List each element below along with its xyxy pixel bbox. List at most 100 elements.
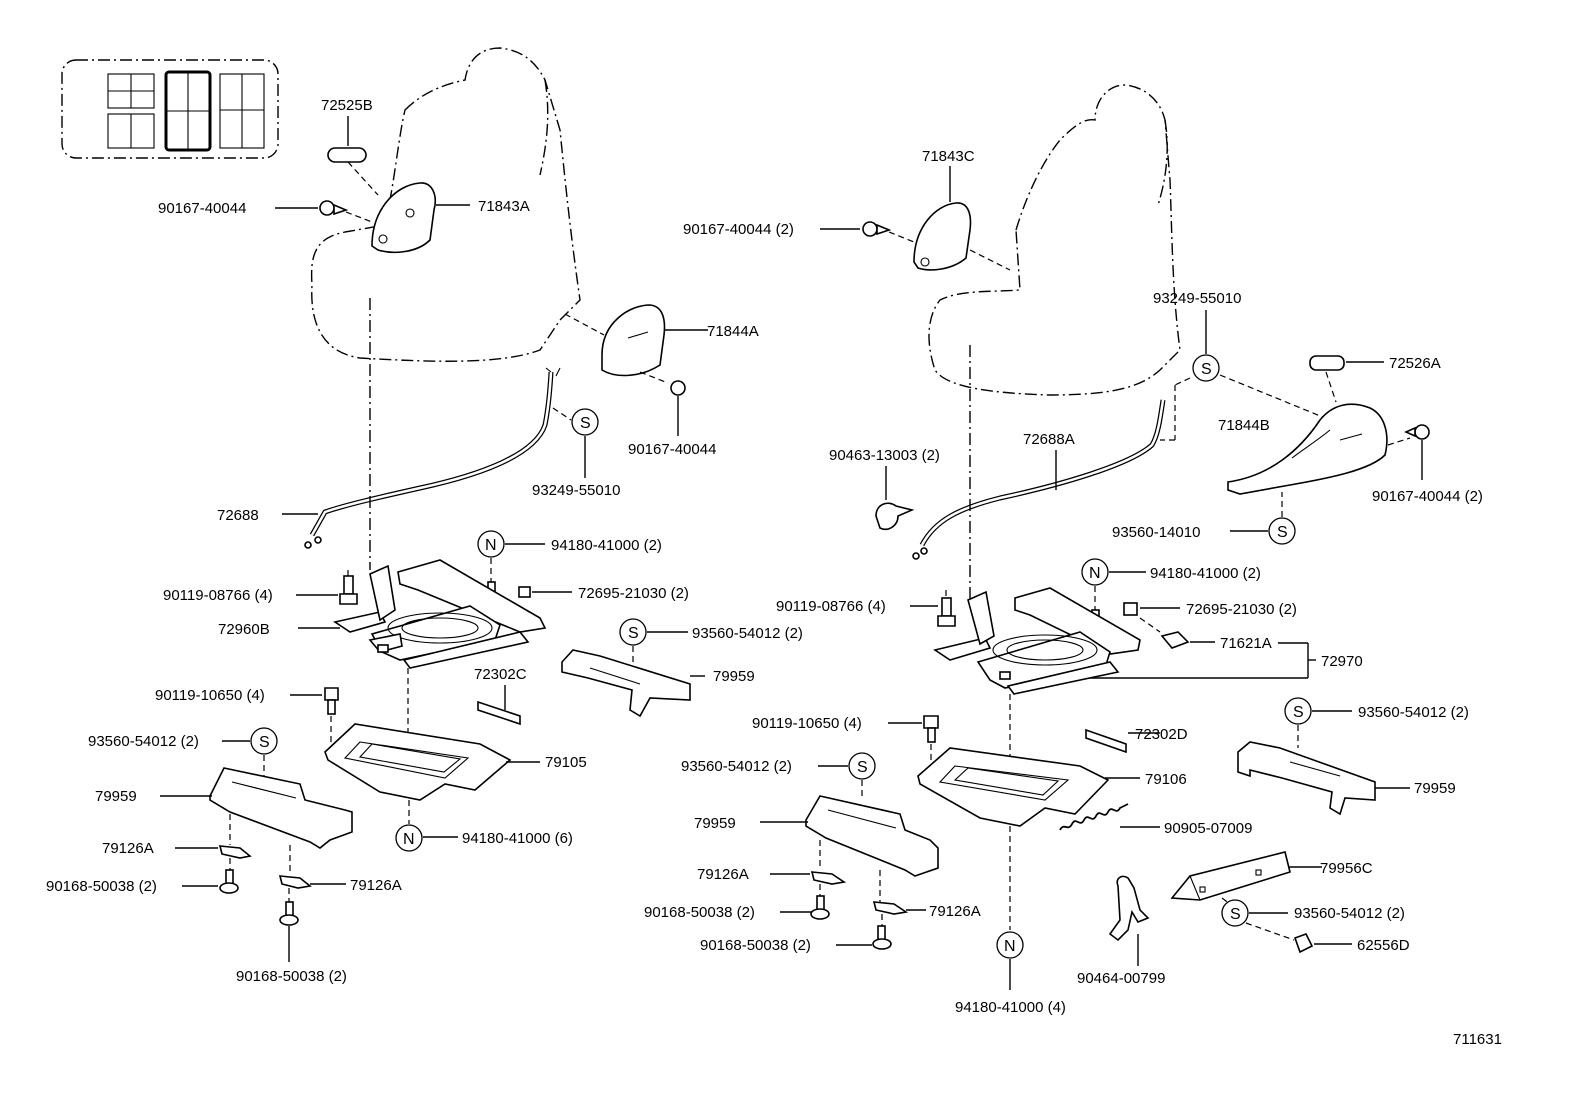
left-seat-group	[310, 47, 581, 362]
right-n-badge-94180-b: N	[996, 931, 1024, 959]
seat-locator-key	[61, 59, 279, 159]
right-part-79126A-b: 79126A	[872, 870, 981, 926]
right-part-93249-55010: 93249-55010 S	[1153, 290, 1331, 441]
label-79106: 79106	[1145, 771, 1187, 788]
right-s-badge-93249: S	[1192, 354, 1220, 382]
left-n-badge-94180-b: N	[395, 824, 423, 852]
right-part-90463-13003: 90463-13003 (2)	[829, 447, 940, 531]
left-seat-outline	[310, 47, 581, 362]
right-part-93560-54012-c: S 93560-54012 (2)	[1221, 897, 1405, 941]
label-90463-13003: 90463-13003 (2)	[829, 447, 940, 464]
right-s-badge-93560-c: S	[1221, 899, 1249, 927]
left-part-72960B-adjuster: 72960B	[218, 559, 547, 669]
label-71621A: 71621A	[1220, 635, 1272, 652]
label-94180-41000-b-r: 94180-41000 (4)	[955, 999, 1066, 1016]
svg-text:S: S	[628, 625, 639, 642]
svg-text:N: N	[485, 537, 497, 554]
right-part-93560-14010: 93560-14010 S	[1112, 492, 1296, 545]
left-s-badge-93560-a: S	[619, 618, 647, 646]
label-90168-b: 90168-50038 (2)	[236, 968, 347, 985]
label-71844B: 71844B	[1218, 417, 1270, 434]
label-72525B: 72525B	[321, 97, 373, 114]
label-90167-40044-d: 90167-40044 (2)	[1372, 488, 1483, 505]
right-s-badge-93560-a: S	[848, 752, 876, 780]
label-90168-a-r: 90168-50038 (2)	[644, 904, 755, 921]
label-79126A-b: 79126A	[350, 877, 402, 894]
label-90167-40044-c: 90167-40044 (2)	[683, 221, 794, 238]
left-part-72302C: 72302C	[474, 666, 527, 726]
left-part-90119-08766: 90119-08766 (4)	[163, 570, 358, 605]
left-part-71844A: 71844A	[564, 304, 759, 377]
right-part-72526A: 72526A	[1309, 355, 1441, 403]
right-part-71844B: 71844B	[1218, 403, 1411, 495]
right-part-90168-b: 90168-50038 (2)	[700, 925, 892, 954]
left-part-79959-b: 93560-54012 (2) S 79959	[88, 727, 353, 849]
label-72302C: 72302C	[474, 666, 527, 683]
right-part-71843C: 71843C	[913, 148, 1011, 271]
label-93560-54012-a: 93560-54012 (2)	[692, 625, 803, 642]
left-part-72688-cable: 72688	[217, 367, 561, 549]
svg-text:S: S	[857, 759, 868, 776]
right-part-79959-a: 79959	[1237, 741, 1456, 816]
label-93560-54012-a-r: 93560-54012 (2)	[681, 758, 792, 775]
label-72688A: 72688A	[1023, 431, 1075, 448]
right-part-94180-41000-b: N 94180-41000 (4)	[955, 826, 1066, 1016]
label-71843A: 71843A	[478, 198, 530, 215]
label-72960B: 72960B	[218, 621, 270, 638]
left-part-90168-b: 90168-50038 (2)	[236, 901, 347, 985]
right-s-badge-93560-14010: S	[1268, 517, 1296, 545]
diagram-reference-number: 711631	[1453, 1031, 1502, 1048]
left-part-72695-21030: 72695-21030 (2)	[518, 585, 689, 602]
label-79126A-a: 79126A	[102, 840, 154, 857]
label-72688: 72688	[217, 507, 259, 524]
label-79959-b-r: 79959	[694, 815, 736, 832]
right-part-79106-frame: 79106	[917, 747, 1187, 827]
left-part-90167-40044-a: 90167-40044	[158, 200, 373, 223]
label-90119-08766-r: 90119-08766 (4)	[776, 598, 886, 615]
left-part-94180-41000-b: N 94180-41000 (6)	[395, 800, 573, 852]
label-90464-00799: 90464-00799	[1077, 970, 1165, 987]
label-71843C: 71843C	[922, 148, 975, 165]
label-72695-21030: 72695-21030 (2)	[578, 585, 689, 602]
left-part-93249-55010: S 93249-55010	[532, 407, 620, 499]
right-part-79126A-a: 79126A	[697, 840, 847, 896]
right-seat-outline	[928, 84, 1181, 396]
label-79956C: 79956C	[1320, 860, 1373, 877]
right-part-90119-10650: 90119-10650 (4)	[752, 715, 939, 770]
label-62556D: 62556D	[1357, 937, 1410, 954]
left-part-79126A-b: 79126A	[278, 845, 402, 902]
left-s-badge-93249: S	[571, 408, 599, 436]
left-part-79105-frame: 79105	[324, 723, 587, 801]
left-part-71843A: 71843A	[371, 182, 530, 254]
label-90168-b-r: 90168-50038 (2)	[700, 937, 811, 954]
label-79959-a-r: 79959	[1414, 780, 1456, 797]
right-part-93560-54012-a: 93560-54012 (2) S	[681, 752, 876, 800]
label-90167-40044-a: 90167-40044	[158, 200, 246, 217]
label-93560-14010: 93560-14010	[1112, 524, 1200, 541]
svg-text:S: S	[1201, 361, 1212, 378]
right-part-72302D: 72302D	[1085, 726, 1188, 754]
label-90119-10650-r: 90119-10650 (4)	[752, 715, 862, 732]
label-94180-41000-a-r: 94180-41000 (2)	[1150, 565, 1261, 582]
left-part-72525B: 72525B	[321, 97, 379, 196]
right-part-79956C: 79956C	[1170, 851, 1373, 901]
svg-text:N: N	[1004, 938, 1016, 955]
left-part-90168-a: 90168-50038 (2)	[46, 869, 239, 895]
label-79959-b: 79959	[95, 788, 137, 805]
right-part-90119-08766: 90119-08766 (4)	[776, 590, 956, 627]
svg-text:N: N	[1089, 565, 1101, 582]
label-79105: 79105	[545, 754, 587, 771]
label-79959-a: 79959	[713, 668, 755, 685]
right-part-72970: 72970	[1085, 642, 1363, 679]
svg-text:N: N	[403, 831, 415, 848]
left-part-79126A-a: 79126A	[102, 814, 252, 870]
label-72302D: 72302D	[1135, 726, 1188, 743]
label-72526A: 72526A	[1389, 355, 1441, 372]
right-part-79959-b: 79959	[694, 795, 939, 877]
right-part-90464-00799: 90464-00799	[1077, 875, 1165, 987]
label-90167-40044-b: 90167-40044	[628, 441, 716, 458]
svg-text:S: S	[1277, 524, 1288, 541]
label-79126A-b-r: 79126A	[929, 903, 981, 920]
right-n-badge-94180-a: N	[1081, 558, 1109, 586]
label-93560-54012-c-r: 93560-54012 (2)	[1294, 905, 1405, 922]
